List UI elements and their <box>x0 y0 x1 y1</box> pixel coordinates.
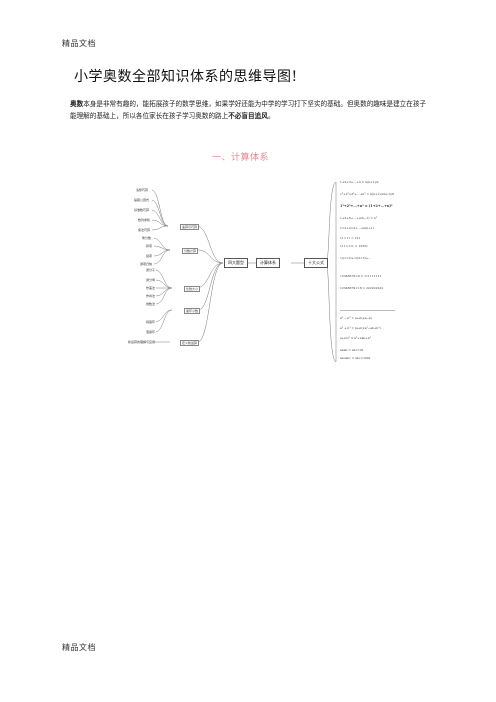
formula-item: 1+2+3+…+n = n(n+1)/2 <box>340 180 379 184</box>
page-title: 小学奥数全部知识体系的思维导图! <box>74 69 298 85</box>
intro-text: 本身是非常有趣的，能拓展孩子的数学思维，如果学好还能为中学的学习打下坚实的基础。… <box>70 100 427 120</box>
formula-item: a² − b² = (a+b)(a−b) <box>340 316 373 320</box>
formula-item: 11×11 = 121 <box>340 236 361 240</box>
node-calculation-system: 计算体系 <box>256 258 280 268</box>
formula-item: 1+3+5+…+(2n−1) = n² <box>340 216 377 220</box>
leaf: 倒数法 <box>146 302 156 306</box>
formula-item: 12345679×9 = 111111111 <box>340 274 382 278</box>
formula-item: abcabc = abc×1001 <box>340 356 371 360</box>
intro-paragraph: 奥数本身是非常有趣的，能拓展孩子的数学思维，如果学好还能为中学的学习打下坚实的基… <box>70 98 430 122</box>
branch-fraction-calc: 分数计算 <box>182 248 199 254</box>
leaf: 基准数巧算 <box>134 208 150 212</box>
leaf: 裂项 <box>146 254 153 258</box>
header-watermark: 精品文档 <box>62 39 96 48</box>
formula-item: 1³+2³+…+n³ = (1+2+…+n)² <box>340 204 393 208</box>
leaf: 作差法 <box>146 286 156 290</box>
leaf: 提取公因式 <box>134 198 150 202</box>
node-ten-formulas: 十大公式 <box>304 258 328 268</box>
branch-speed-calc: 速算与巧算 <box>180 224 200 230</box>
section-heading: 一、计算体系 <box>212 153 270 163</box>
formula-item: abab = ab×101 <box>340 348 364 352</box>
leaf: 通分母 <box>146 278 156 282</box>
leaf: 纯循环 <box>146 320 156 324</box>
branch-repeating-decimal: 循环小数 <box>184 308 201 314</box>
intro-bold-phrase: 不必盲目追风 <box>228 112 268 120</box>
leaf: 数列求和 <box>138 218 151 222</box>
formula-item: a³ + b³ = (a+b)(a²−ab+b²) <box>340 326 381 330</box>
intro-text-end: 。 <box>267 112 275 120</box>
formula-item: 1²+2²+3²+…+n² = n(n+1)(2n+1)/6 <box>340 192 395 196</box>
leaf: 凑整巧算 <box>136 188 149 192</box>
footer-watermark: 精品文档 <box>62 643 96 652</box>
leaf: 拆项 <box>146 244 153 248</box>
branch-compare-size: 比较大小 <box>184 286 201 292</box>
formula-item: 1×2+2×3+…+n(n+1) <box>340 226 374 230</box>
leaf: 混循环 <box>146 330 156 334</box>
branch-new-operation: 定义新运算 <box>180 340 200 346</box>
mind-map-connectors <box>151 181 337 363</box>
formula-item: 111×111 = 12321 <box>340 244 368 248</box>
intro-lead-bold: 奥数 <box>70 100 84 108</box>
leaf: 新运算的理解与应用 <box>128 340 156 344</box>
formula-item: 12345679×18 = 222222222 <box>340 286 384 290</box>
leaf: 通项归纳 <box>140 262 153 266</box>
mind-map: 四大题型 计算体系 十大公式 速算与巧算 凑整巧算 提取公因式 基准数巧算 数列… <box>90 170 410 430</box>
formula-item: (a+b)² = a²+2ab+b² <box>340 336 371 340</box>
leaf: 乘法巧算 <box>138 228 151 232</box>
leaf: 作商法 <box>146 294 156 298</box>
formula-divider <box>340 310 395 311</box>
node-four-types: 四大题型 <box>224 258 248 268</box>
leaf: 繁分数 <box>142 236 152 240</box>
formula-item: 1/(1×2)+1/(2×3)+… <box>340 256 372 260</box>
leaf: 通分子 <box>146 268 156 272</box>
